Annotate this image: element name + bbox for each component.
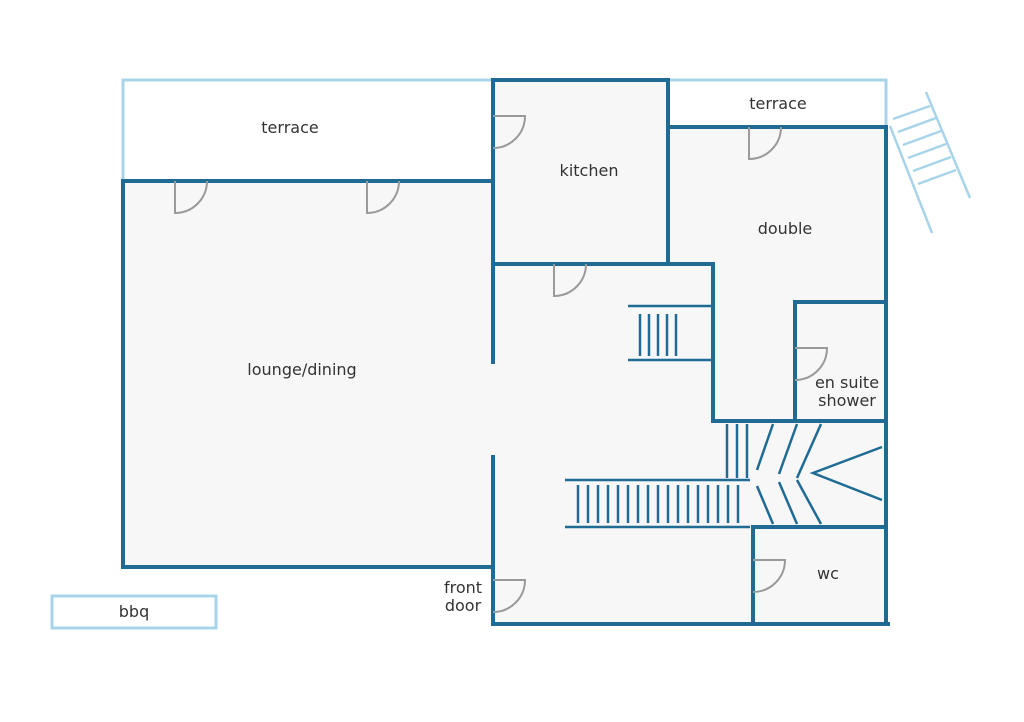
- kitchen-label: kitchen: [559, 161, 619, 180]
- wc-door: [752, 559, 787, 593]
- room-fills: [123, 80, 888, 624]
- small-stair: [628, 304, 713, 362]
- lounge-dining-label: lounge/dining: [247, 360, 357, 379]
- terrace-right-label: terrace: [749, 94, 807, 113]
- walls: [121, 78, 890, 626]
- kitchen-hall-door: [553, 263, 587, 298]
- doors: [174, 115, 829, 613]
- double-label: double: [757, 219, 813, 238]
- en-suite-door: [794, 347, 829, 381]
- lounge-door-right: [366, 180, 400, 215]
- bbq-outline: [50, 594, 218, 630]
- bbq-label: bbq: [118, 602, 150, 621]
- kitchen-terrace-door: [492, 115, 527, 149]
- external-stair: [888, 91, 972, 234]
- wc-label: wc: [817, 564, 839, 583]
- lounge-door-left: [174, 180, 208, 215]
- door-label: door: [444, 596, 482, 615]
- main-stair: [565, 423, 883, 529]
- en-suite-label: en suite: [814, 373, 880, 392]
- front-door: [492, 579, 527, 613]
- shower-label: shower: [818, 391, 876, 410]
- double-terrace-door: [748, 126, 782, 161]
- terrace-outlines: [50, 78, 888, 630]
- front-label: front: [443, 578, 483, 597]
- terrace-left-label: terrace: [261, 118, 319, 137]
